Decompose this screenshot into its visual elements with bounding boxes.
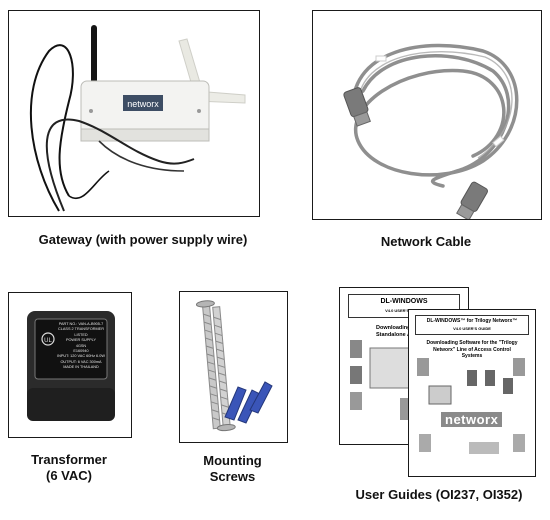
network-cable-photo [312, 10, 542, 220]
guide-front-heading: Downloading Software for the "Trilogy Ne… [426, 340, 518, 359]
transformer-label: PART NO.: VAN-A-B905-7 CLASS 2 TRANSFORM… [57, 322, 105, 370]
user-guides-caption: User Guides (OI237, OI352) [355, 487, 523, 502]
guide-back-subtitle: V4.0 USER'S GUIDE [385, 308, 423, 313]
guide-front-title: DL-WINDOWS™ for Trilogy Networx™ [426, 318, 518, 324]
svg-text:UL: UL [44, 338, 52, 344]
guide-front-brand: networx [441, 412, 503, 427]
mounting-screws-caption: Mounting Screws [203, 453, 262, 484]
gateway-caption: Gateway (with power supply wire) [38, 232, 248, 247]
mounting-screws-photo [179, 291, 288, 443]
network-cable-caption: Network Cable [380, 234, 472, 249]
transformer-photo: UL PART NO.: VAN-A-B905-7 CLASS 2 TRANSF… [8, 292, 132, 438]
gateway-photo: networx [8, 10, 260, 217]
transformer-caption: Transformer (6 VAC) [31, 452, 107, 483]
user-guide-front: DL-WINDOWS™ for Trilogy Networx™ V4.0 US… [408, 309, 536, 477]
guide-back-title: DL-WINDOWS [380, 298, 428, 305]
gateway-logo: networx [127, 99, 159, 109]
guide-front-subtitle: V4.0 USER'S GUIDE [453, 326, 491, 331]
